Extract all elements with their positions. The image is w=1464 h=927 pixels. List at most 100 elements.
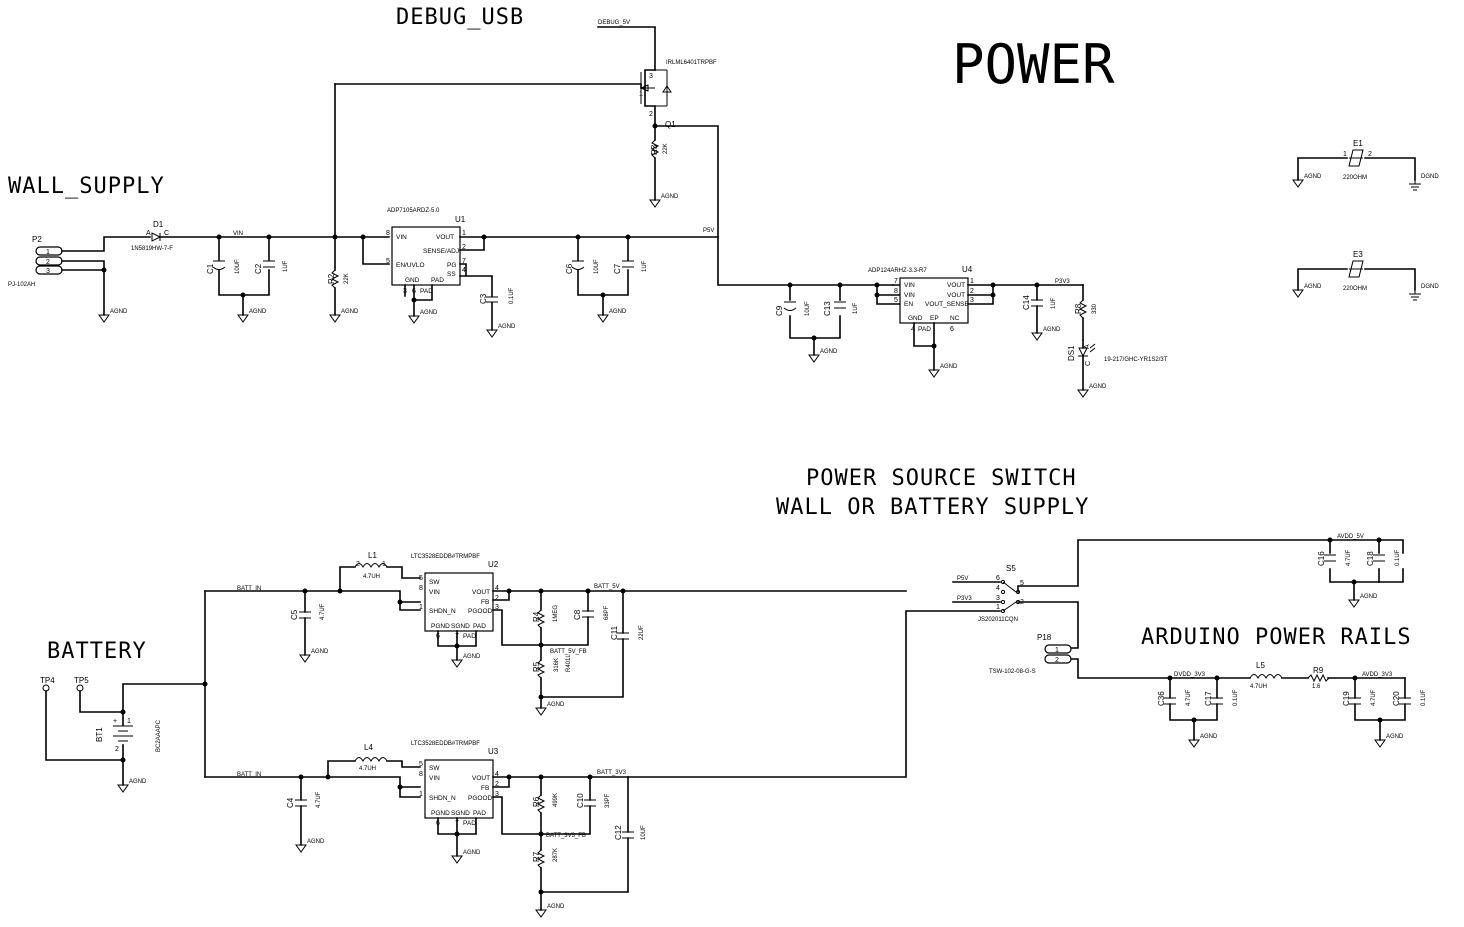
c4-ref: C4 xyxy=(286,797,295,808)
u2-pin-vout: VOUT xyxy=(472,589,490,596)
c12-value: 10UF xyxy=(641,825,647,840)
agnd-ground-symbol: AGND xyxy=(1077,384,1107,398)
u4-pin6: 6 xyxy=(950,326,954,333)
u1-pin2: 2 xyxy=(462,244,466,251)
agnd-ground-symbol: AGND xyxy=(451,654,481,668)
c5-value: 4.7UF xyxy=(320,603,326,620)
q1-ref: Q1 xyxy=(665,120,676,129)
net-batt-3v3-fb: BATT_3V3_FB xyxy=(546,833,586,839)
p2-ref: P2 xyxy=(32,235,42,244)
u3-pin3: 3 xyxy=(495,791,499,798)
u1-pin-pad: PAD xyxy=(431,277,444,284)
u3-pin-pad: PAD xyxy=(473,810,486,817)
tp4-ref: TP4 xyxy=(40,676,55,685)
agnd-label: AGND xyxy=(1386,734,1404,740)
e1-value: 220OHM xyxy=(1343,175,1367,181)
agnd-ground-symbol: AGND xyxy=(808,349,838,363)
ds1-led: DS1 A C 19-217/GHC-YR1S2/3T xyxy=(1067,343,1168,366)
agnd-ground-symbol: AGND xyxy=(486,324,516,338)
c19-ref: C19 xyxy=(1342,691,1351,706)
junctions xyxy=(101,123,1383,895)
net-batt-in-2: BATT_IN xyxy=(237,772,261,778)
net-batt-in-1: BATT_IN xyxy=(237,586,261,592)
u4-pin2: 2 xyxy=(970,288,974,295)
u1-pin4: 4 xyxy=(462,267,466,274)
u3-pin2: 2 xyxy=(495,781,499,788)
u4-pin-nc: NC xyxy=(950,315,960,322)
p18-ref: P18 xyxy=(1037,633,1052,642)
e1-ref: E1 xyxy=(1353,139,1363,148)
agnd-label: AGND xyxy=(547,702,565,708)
c1-value: 10UF xyxy=(235,259,241,274)
l1-pin1: 2 xyxy=(356,561,360,568)
u4-pin-gnd: GND xyxy=(908,315,923,322)
dgnd-ground-symbol: DGND xyxy=(1409,284,1439,301)
d1-ref: D1 xyxy=(153,220,164,229)
u1-ref: U1 xyxy=(455,215,466,224)
u3-pin-shdn: SHDN_N xyxy=(429,795,456,802)
agnd-label: AGND xyxy=(129,779,147,785)
agnd-label: AGND xyxy=(341,309,359,315)
u2-pin5: 5 xyxy=(419,575,423,582)
d1-diode: D1 A C 1N5819HW-7-F xyxy=(131,220,173,252)
u4-pin3: 3 xyxy=(970,297,974,304)
u3-pin5: 5 xyxy=(419,761,423,768)
ds1-a: A xyxy=(1084,344,1091,349)
l5-ref: L5 xyxy=(1256,661,1265,670)
agnd-label: AGND xyxy=(420,310,438,316)
u3-ref: U3 xyxy=(488,747,499,756)
r5-value: 316K xyxy=(554,658,560,672)
agnd-ground-symbol: AGND xyxy=(928,364,958,378)
u2-pin-sgnd: SGND xyxy=(451,623,470,630)
d1-a: A xyxy=(146,230,151,237)
u3-value: LTC3528EDDB#TRMPBF xyxy=(411,741,480,747)
u3-pin8: 8 xyxy=(419,771,423,778)
u3-pin4: 4 xyxy=(495,771,499,778)
u3-pin-pgnd: PGND xyxy=(431,810,450,817)
r2-value: 22K xyxy=(344,273,350,284)
u4-pin-vout2: VOUT xyxy=(947,292,965,299)
u4-ref: U4 xyxy=(962,265,973,274)
agnd-label: AGND xyxy=(547,904,565,910)
r8-ref: R8 xyxy=(1074,303,1083,314)
net-dvdd-3v3: DVDD_3V3 xyxy=(1174,672,1206,678)
agnd-label: AGND xyxy=(311,649,329,655)
c1-ref: C1 xyxy=(206,263,215,274)
agnd-label: AGND xyxy=(609,309,627,315)
c9-value: 10UF xyxy=(805,301,811,316)
u4-pin8: 8 xyxy=(894,288,898,295)
e1-pin1: 1 xyxy=(1343,151,1347,158)
ds1-value: 19-217/GHC-YR1S2/3T xyxy=(1104,357,1168,363)
c6-ref: C6 xyxy=(565,263,574,274)
agnd-ground-symbol: AGND xyxy=(98,309,128,323)
u1-adp7105: U1 ADP7105ARDZ-5.0 VIN 8 EN/UVLO 5 VOUT … xyxy=(386,208,466,295)
p2-pin-1: 1 xyxy=(46,249,50,256)
c3-value: 0.1UF xyxy=(509,287,515,304)
u4-pin5: 5 xyxy=(894,297,898,304)
u2-ref: U2 xyxy=(488,560,499,569)
c20-value: 0.1UF xyxy=(1421,689,1427,706)
c11-ref: C11 xyxy=(610,625,619,640)
u3-pin-fb: FB xyxy=(481,785,489,792)
c2-ref: C2 xyxy=(254,263,263,274)
u1-pin5: 5 xyxy=(386,258,390,265)
agnd-ground-symbol: AGND xyxy=(1292,284,1322,298)
c9-ref: C9 xyxy=(775,305,784,316)
q1-pin-s: 3 xyxy=(649,73,653,80)
u3-pin-pgood: PGOOD xyxy=(468,795,493,802)
q1-pin-d: 2 xyxy=(649,111,653,118)
net-avdd-3v3: AVDD_3V3 xyxy=(1362,672,1393,678)
tp5-testpoint: TP5 xyxy=(74,676,89,692)
s5-value: JS202011CQN xyxy=(978,617,1018,623)
agnd-label: AGND xyxy=(940,364,958,370)
p18-pin-1: 1 xyxy=(1055,647,1059,654)
agnd-label: AGND xyxy=(1089,384,1107,390)
c8-ref: C8 xyxy=(573,609,582,620)
u3-pin-sw: SW xyxy=(429,765,440,772)
agnd-ground-symbol: AGND xyxy=(535,904,565,918)
title-switch-line2: WALL OR BATTERY SUPPLY xyxy=(776,495,1089,520)
agnd-label: AGND xyxy=(1304,174,1322,180)
r6-ref: R6 xyxy=(532,796,541,807)
u2-pin-pad: PAD xyxy=(473,623,486,630)
